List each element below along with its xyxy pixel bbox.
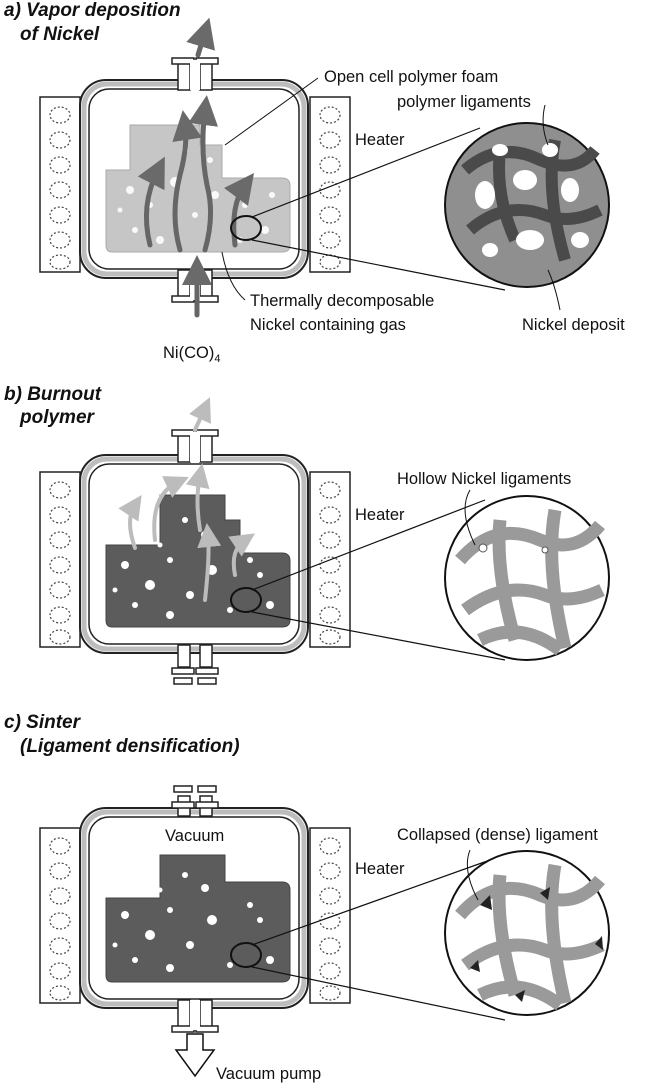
label-vacuum-pump: Vacuum pump [216,1065,321,1083]
heater-right-a [309,96,351,273]
panel-c-title-line2: (Ligament densification) [20,736,240,757]
port-bottom-b [171,644,219,685]
burnout-arrows-b [118,397,255,602]
gas-flow-arrows-a [137,17,254,318]
label-polymer-ligaments: polymer ligaments [397,93,531,111]
label-heater-a: Heater [355,131,405,149]
label-vacuum: Vacuum [165,827,224,845]
label-heater-b: Heater [355,506,405,524]
panel-a-title-line2: of Nickel [20,24,100,45]
panel-c-title-line1: c) Sinter [4,712,82,733]
label-nickel-deposit: Nickel deposit [522,316,625,334]
label-gas-line2: Nickel containing gas [250,316,406,334]
densified-foam-c [105,854,291,983]
label-heater-c: Heater [355,860,405,878]
magnified-hollow-ligaments [444,495,610,661]
port-top-a [171,57,219,91]
heater-left-c [39,827,81,1004]
panel-a-title-line1: a) Vapor deposition [4,0,181,21]
port-top-b [171,429,219,463]
magnified-collapsed-ligaments [444,850,610,1016]
vacuum-pump-arrow [174,1033,216,1078]
port-top-c [171,785,219,817]
label-collapsed-ligament: Collapsed (dense) ligament [397,826,598,844]
label-hollow-nickel: Hollow Nickel ligaments [397,470,571,488]
magnified-nickel-deposit [444,122,610,288]
port-bottom-c [171,999,219,1033]
panel-b-title-line2: polymer [19,407,96,428]
nickel-foam-b [105,494,291,628]
label-feed-gas: Ni(CO)4 [163,344,220,365]
panel-a: a) Vapor deposition of Nickel [4,0,625,365]
label-open-cell-foam: Open cell polymer foam [324,68,498,86]
heater-left-a [39,96,81,273]
label-gas-line1: Thermally decomposable [250,292,434,310]
panel-c: c) Sinter (Ligament densification) [4,712,610,1083]
heater-left-b [39,471,81,648]
panel-b: b) Burnout polymer [4,384,610,685]
heater-right-c [309,827,351,1004]
panel-b-title-line1: b) Burnout [4,384,102,405]
